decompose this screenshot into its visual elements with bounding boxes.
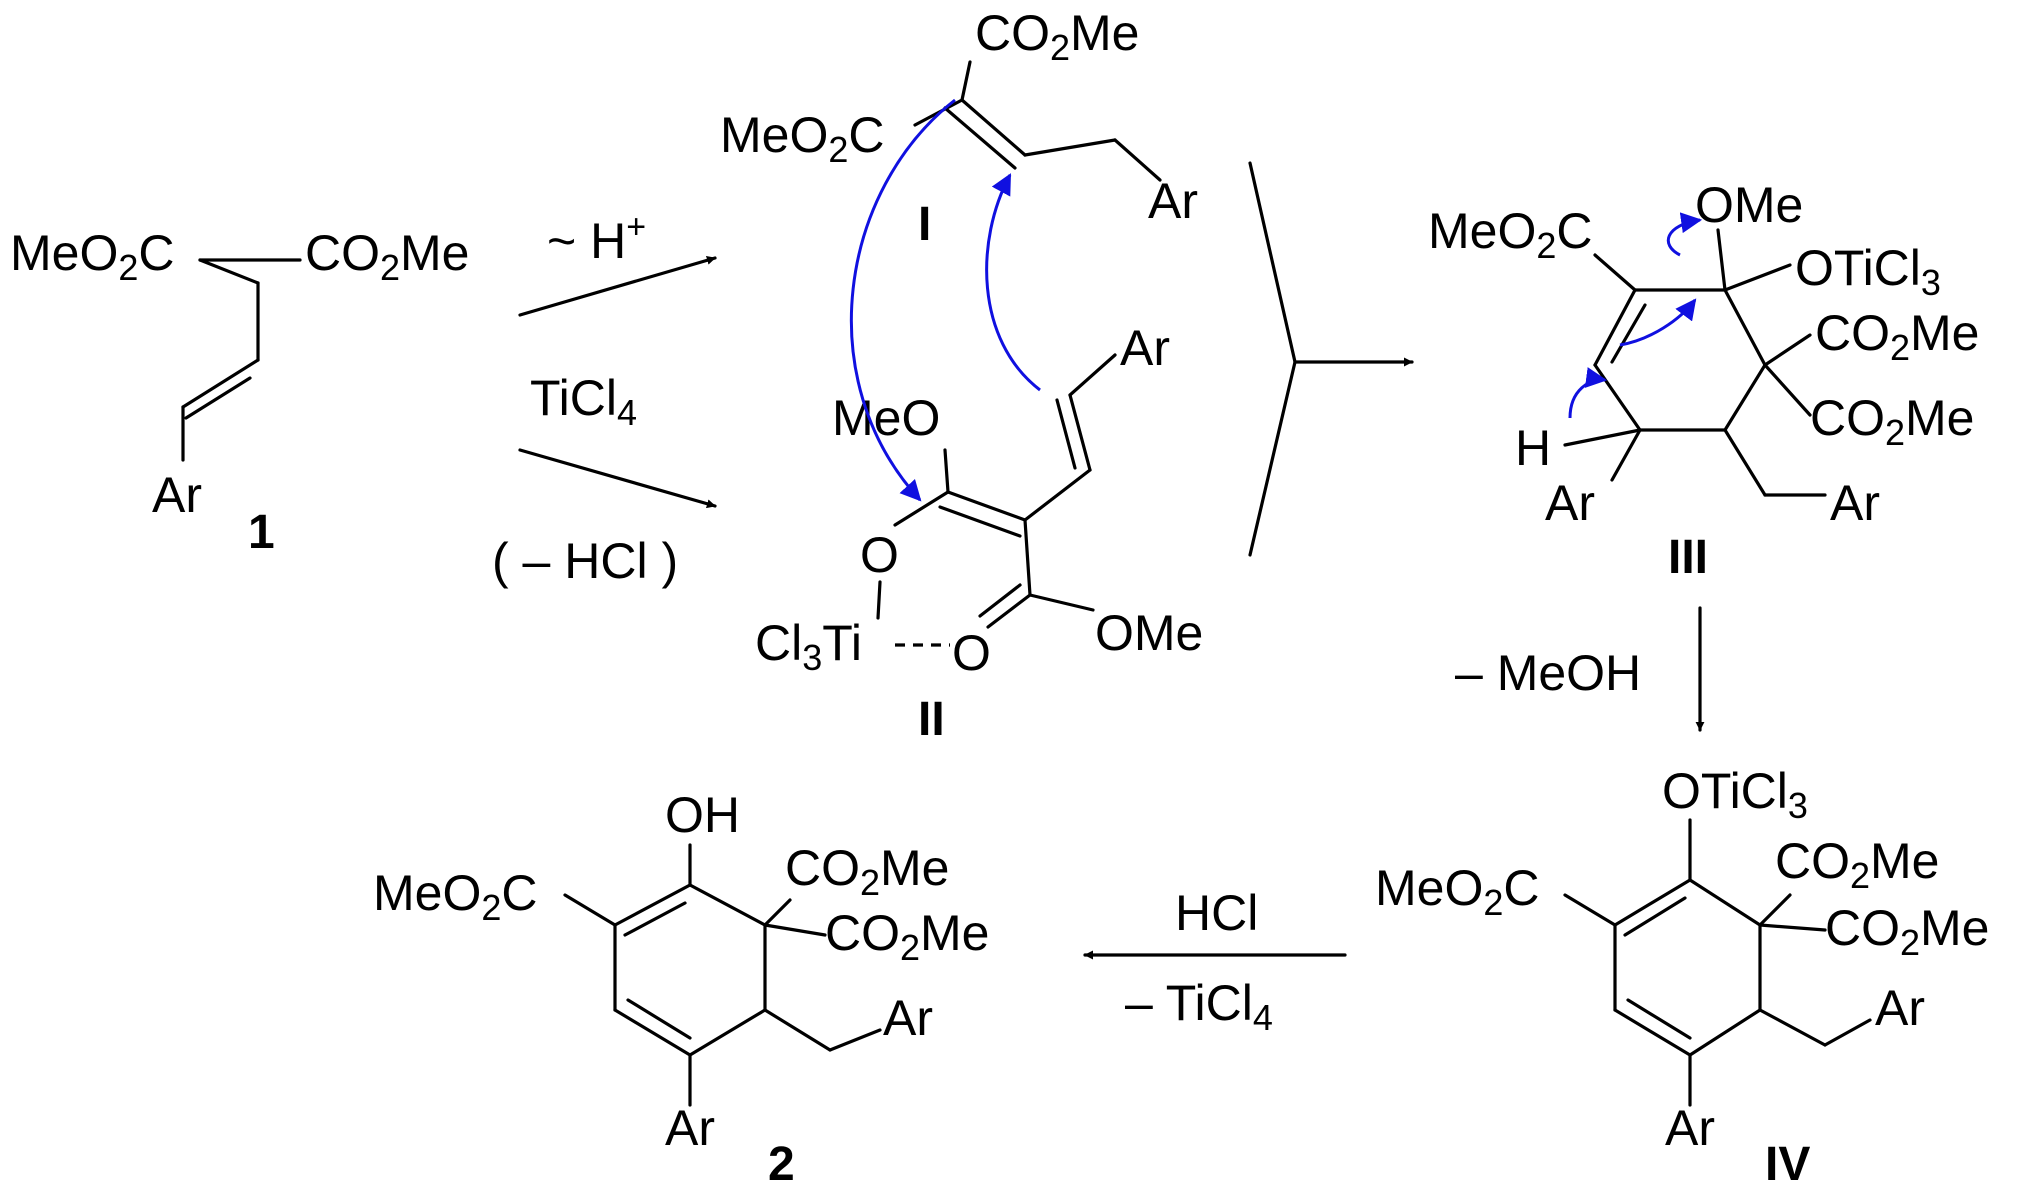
aryl-label: Ar [665, 1100, 715, 1156]
compound-1: MeO2C CO2Me Ar 1 [10, 225, 470, 559]
oxygen-label: O [860, 527, 899, 583]
electron-push-arrow [849, 98, 956, 502]
ester-label: MeO2C [1428, 203, 1593, 266]
ester-label: CO2Me [825, 905, 990, 968]
carbonyl-oxygen-label: O [952, 625, 991, 681]
electron-push-arrow [1619, 298, 1697, 347]
ester-label: CO2Me [1810, 390, 1975, 453]
aryl-label: Ar [883, 990, 933, 1046]
condition-minus-ticl4: – TiCl4 [1125, 975, 1273, 1038]
ester-label: CO2Me [1815, 305, 1980, 368]
condition-hcl: HCl [1175, 885, 1258, 941]
compound-number: I [918, 198, 931, 251]
compound-number: 1 [248, 506, 275, 559]
compound-number: 2 [768, 1138, 795, 1191]
ome-label: OMe [1095, 605, 1203, 661]
aryl-label: Ar [1875, 980, 1925, 1036]
condition-minus-meoh: – MeOH [1455, 645, 1641, 701]
electron-push-arrow [1568, 367, 1608, 419]
ester-label: CO2Me [785, 840, 950, 903]
ester-label: MeO2C [720, 107, 885, 170]
aryl-label: Ar [152, 467, 202, 523]
intermediate-IV: OTiCl3 MeO2C CO2Me CO2Me Ar Ar IV [1375, 763, 1990, 1191]
aryl-label: Ar [1148, 173, 1198, 229]
ester-label: MeO2C [1375, 860, 1540, 923]
ester-label: MeO2C [373, 865, 538, 928]
compound-number: IV [1765, 1138, 1810, 1191]
condition-ticl4: TiCl4 [530, 370, 637, 433]
ti-label: Cl3Ti [755, 615, 862, 678]
compound-number: II [918, 693, 945, 746]
ester-label: CO2Me [1775, 833, 1940, 896]
oticl3-label: OTiCl3 [1662, 763, 1808, 826]
electron-push-arrow [1667, 212, 1703, 257]
aryl-label: Ar [1665, 1100, 1715, 1156]
bracket [1248, 161, 1297, 364]
methoxy-label: MeO [832, 390, 940, 446]
hydroxyl-label: OH [665, 787, 740, 843]
aryl-label: Ar [1545, 475, 1595, 531]
intermediate-I: CO2Me MeO2C Ar I [720, 5, 1198, 251]
compound-number: III [1668, 531, 1708, 584]
aryl-label: Ar [1120, 320, 1170, 376]
hydrogen-label: H [1515, 420, 1551, 476]
aryl-label: Ar [1830, 475, 1880, 531]
intermediate-II: Ar MeO O Cl3Ti O OMe II [755, 320, 1203, 746]
intermediate-III: MeO2C OMe OTiCl3 CO2Me CO2Me H Ar Ar III [1428, 177, 1980, 584]
ester-label: CO2Me [975, 5, 1140, 68]
oticl3-label: OTiCl3 [1795, 240, 1941, 303]
reaction-arrow [518, 255, 717, 317]
electron-push-arrow [985, 173, 1041, 392]
ester-label: CO2Me [305, 225, 470, 288]
condition-proton-shift: ~ H+ [547, 208, 646, 269]
product-2: OH MeO2C CO2Me CO2Me Ar Ar 2 [373, 787, 990, 1191]
ester-label: MeO2C [10, 225, 175, 288]
condition-minus-hcl: ( – HCl ) [492, 533, 678, 589]
reaction-arrow [518, 448, 717, 509]
methoxy-label: OMe [1695, 177, 1803, 233]
ester-label: CO2Me [1825, 900, 1990, 963]
